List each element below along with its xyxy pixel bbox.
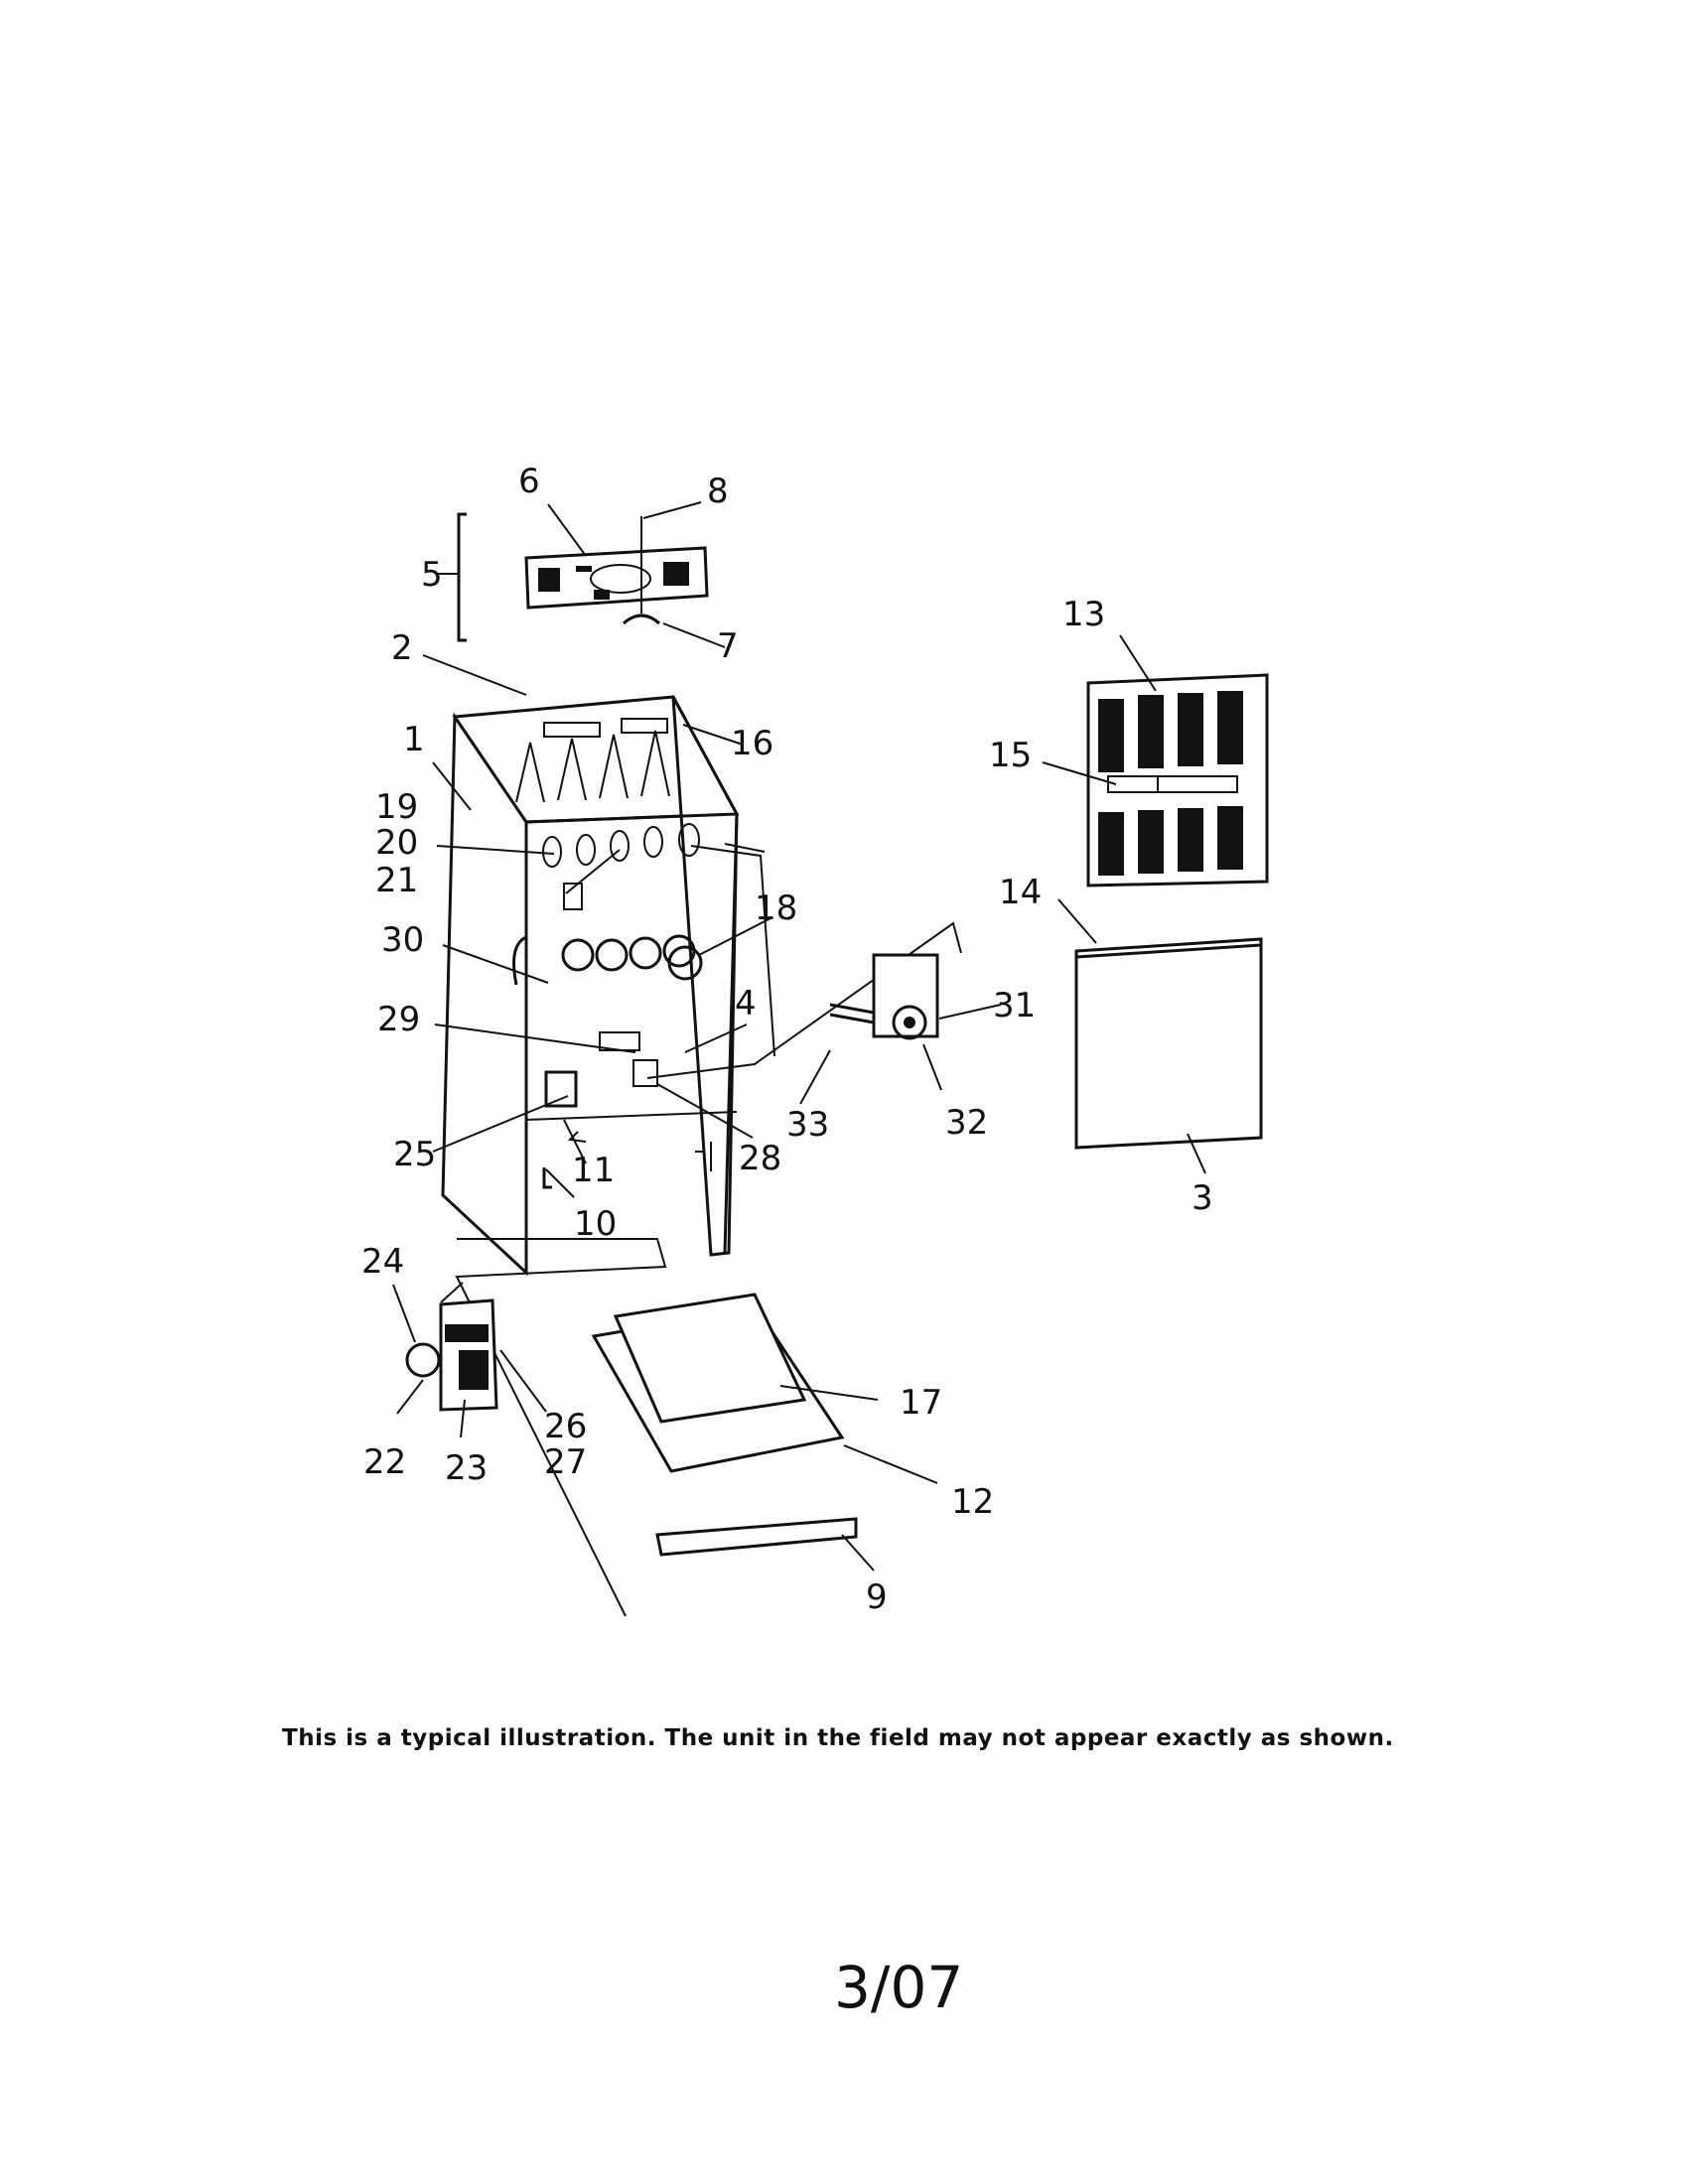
leader-lines [392,501,1206,1571]
callout-19: 19 [375,787,418,827]
callout-22: 22 [363,1442,406,1482]
top-panel [524,546,709,610]
illustration-disclaimer: This is a typical illustration. The unit… [282,1725,1394,1751]
callout-6: 6 [518,462,540,501]
access-door-assembly [1074,673,1269,1150]
callout-8: 8 [707,472,729,511]
callout-14: 14 [999,873,1042,912]
callout-17: 17 [900,1383,942,1423]
panel-17 [613,1293,807,1424]
callout-7: 7 [717,626,739,666]
callout-3: 3 [1192,1178,1213,1218]
callout-18: 18 [755,888,797,928]
callout-21: 21 [375,861,418,900]
callout-labels: 6 8 5 7 2 13 16 1 15 19 20 21 14 18 30 4… [361,462,1213,1617]
callout-4: 4 [735,984,757,1024]
base-panels [591,1293,858,1557]
callout-28: 28 [739,1139,781,1178]
callout-16: 16 [731,724,773,763]
callout-20: 20 [375,823,418,863]
callout-1: 1 [403,720,425,759]
callout-25: 25 [393,1135,436,1174]
callout-33: 33 [786,1105,829,1145]
callout-15: 15 [989,736,1032,775]
page-date-footer: 3/07 [834,1954,964,2021]
callout-5: 5 [421,555,443,595]
callout-27: 27 [544,1442,587,1482]
callout-31: 31 [993,986,1036,1025]
bracket-5 [457,512,467,642]
callout-9: 9 [866,1577,888,1617]
callout-32: 32 [945,1103,988,1143]
top-panel-assembly [437,512,709,642]
callout-11: 11 [572,1151,615,1190]
callout-26: 26 [544,1407,587,1446]
furnace-cabinet [441,695,962,1617]
blower-assembly [405,1282,498,1412]
callout-24: 24 [361,1242,404,1282]
inducer-motor [829,953,939,1040]
callout-12: 12 [951,1482,994,1522]
callout-2: 2 [391,628,413,668]
callout-30: 30 [381,920,424,960]
bottom-rail-9 [655,1517,858,1557]
callout-23: 23 [445,1448,488,1488]
bottom-door [1074,937,1263,1150]
callout-10: 10 [574,1204,617,1244]
callout-29: 29 [377,1000,420,1039]
callout-13: 13 [1062,595,1105,634]
